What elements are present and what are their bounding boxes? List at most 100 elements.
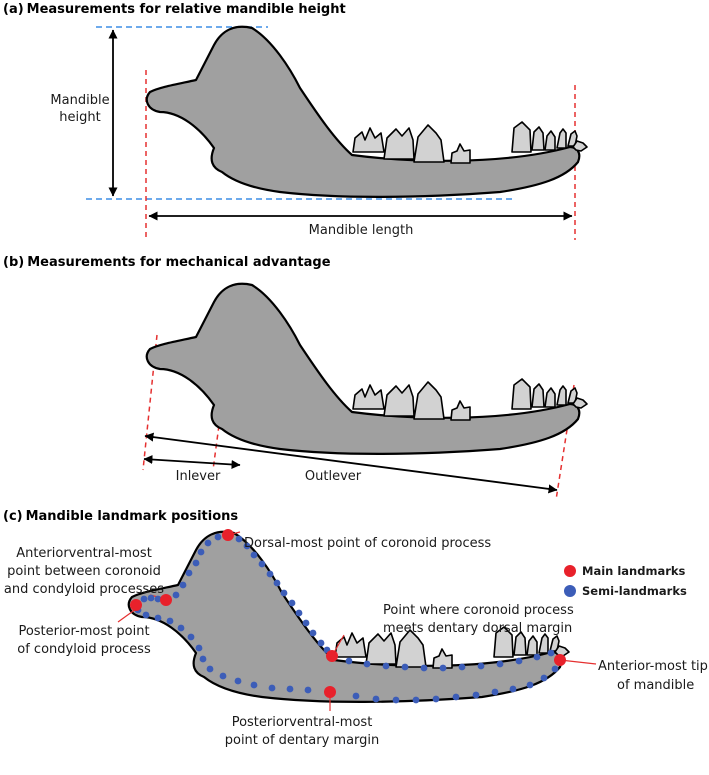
annot-posteroventral-2: point of dentary margin: [225, 733, 380, 748]
semi-landmark: [185, 569, 193, 577]
semi-landmark: [345, 657, 353, 665]
annot-anteroventral-1: Anteriorventral-most: [16, 546, 152, 561]
legend-main-swatch: [564, 565, 576, 577]
annot-anterior-tip-2: of mandible: [617, 678, 694, 693]
semi-landmark: [147, 594, 155, 602]
semi-landmark: [140, 595, 148, 603]
semi-landmark: [477, 662, 485, 670]
semi-landmark: [412, 696, 420, 704]
semi-landmark: [154, 595, 162, 603]
semi-landmark: [363, 660, 371, 668]
annot-anterior-tip-1: Anterior-most tip: [598, 659, 708, 674]
semi-landmark: [491, 688, 499, 696]
panel-b: (b)Measurements for mechanical advantage…: [3, 255, 588, 501]
semi-landmark: [509, 685, 517, 693]
landmark-anterior-tip: [554, 654, 566, 666]
semi-landmark: [515, 657, 523, 665]
annot-posterior-2: of condyloid process: [17, 642, 151, 657]
semi-landmark: [295, 609, 303, 617]
semi-landmark: [526, 681, 534, 689]
semi-landmark: [235, 535, 243, 543]
leader-posterior: [117, 608, 137, 623]
semi-landmark: [533, 653, 541, 661]
semi-landmark: [304, 686, 312, 694]
mandible-outline-b: [145, 282, 581, 455]
inlever-label: Inlever: [176, 469, 221, 484]
landmark-anteroventral-notch: [160, 594, 172, 606]
semi-landmark: [372, 695, 380, 703]
semi-landmark: [392, 696, 400, 704]
annot-posteroventral-1: Posteriorventral-most: [232, 715, 373, 730]
semi-landmark: [214, 533, 222, 541]
semi-landmark: [266, 570, 274, 578]
inlever-arrow: [143, 455, 241, 469]
semi-landmark: [352, 692, 360, 700]
annot-dorsal: Dorsal-most point of coronoid process: [244, 536, 491, 551]
semi-landmark: [309, 629, 317, 637]
panel-b-title: (b)Measurements for mechanical advantage: [3, 255, 331, 270]
annot-coronoid-meet-2: meets dentary dorsal margin: [383, 621, 572, 636]
semi-landmark: [401, 663, 409, 671]
panel-c: (c)Mandible landmark positions: [3, 509, 708, 748]
semi-landmark: [199, 655, 207, 663]
semi-landmark: [432, 695, 440, 703]
mandible-outline: [145, 25, 581, 198]
panel-c-title: (c)Mandible landmark positions: [3, 509, 238, 524]
legend-semi-label: Semi-landmarks: [582, 584, 687, 598]
semi-landmark: [234, 677, 242, 685]
semi-landmark: [219, 672, 227, 680]
annot-anteroventral-3: and condyloid processes: [4, 582, 164, 597]
semi-landmark: [187, 633, 195, 641]
landmark-posterior-condyle: [130, 599, 142, 611]
semi-landmark: [317, 639, 325, 647]
semi-landmark: [206, 665, 214, 673]
semi-landmark: [204, 539, 212, 547]
semi-landmark: [420, 664, 428, 672]
height-label-line1: Mandible: [50, 93, 109, 108]
leader-anterior-tip: [559, 659, 597, 665]
annot-coronoid-meet-1: Point where coronoid process: [383, 603, 574, 618]
legend: Main landmarks Semi-landmarks: [564, 564, 687, 598]
semi-landmark: [302, 619, 310, 627]
semi-landmark: [192, 559, 200, 567]
height-label-line2: height: [59, 110, 100, 125]
semi-landmark: [551, 665, 559, 673]
annot-anteroventral-2: point between coronoid: [7, 564, 161, 579]
legend-main-label: Main landmarks: [582, 564, 686, 578]
landmark-posteroventral: [324, 686, 336, 698]
semi-landmark: [172, 591, 180, 599]
panel-a-title: (a)Measurements for relative mandible he…: [3, 2, 346, 17]
semi-landmark: [258, 560, 266, 568]
outlever-arrow: [144, 432, 558, 494]
length-label: Mandible length: [309, 223, 414, 238]
outlever-label: Outlever: [305, 469, 362, 484]
semi-landmark-points: [134, 533, 559, 704]
legend-semi-swatch: [564, 585, 576, 597]
main-landmark-points: [130, 529, 566, 698]
semi-landmark: [177, 624, 185, 632]
landmark-coronoid-dorsal: [222, 529, 234, 541]
semi-landmark: [288, 599, 296, 607]
semi-landmark: [540, 674, 548, 682]
semi-landmark: [382, 662, 390, 670]
semi-landmark: [166, 617, 174, 625]
semi-landmark: [243, 542, 251, 550]
semi-landmark: [154, 614, 162, 622]
semi-landmark: [439, 664, 447, 672]
semi-landmark: [472, 691, 480, 699]
semi-landmark: [458, 663, 466, 671]
semi-landmark: [452, 693, 460, 701]
semi-landmark: [547, 649, 555, 657]
semi-landmark: [195, 644, 203, 652]
semi-landmark: [250, 681, 258, 689]
semi-landmark: [496, 660, 504, 668]
panel-a: (a)Measurements for relative mandible he…: [3, 2, 588, 240]
semi-landmark: [273, 579, 281, 587]
annot-posterior-1: Posterior-most point: [18, 624, 149, 639]
semi-landmark: [179, 581, 187, 589]
semi-landmark: [142, 611, 150, 619]
semi-landmark: [197, 548, 205, 556]
semi-landmark: [280, 589, 288, 597]
landmark-coronoid-meets-dentary: [326, 650, 338, 662]
